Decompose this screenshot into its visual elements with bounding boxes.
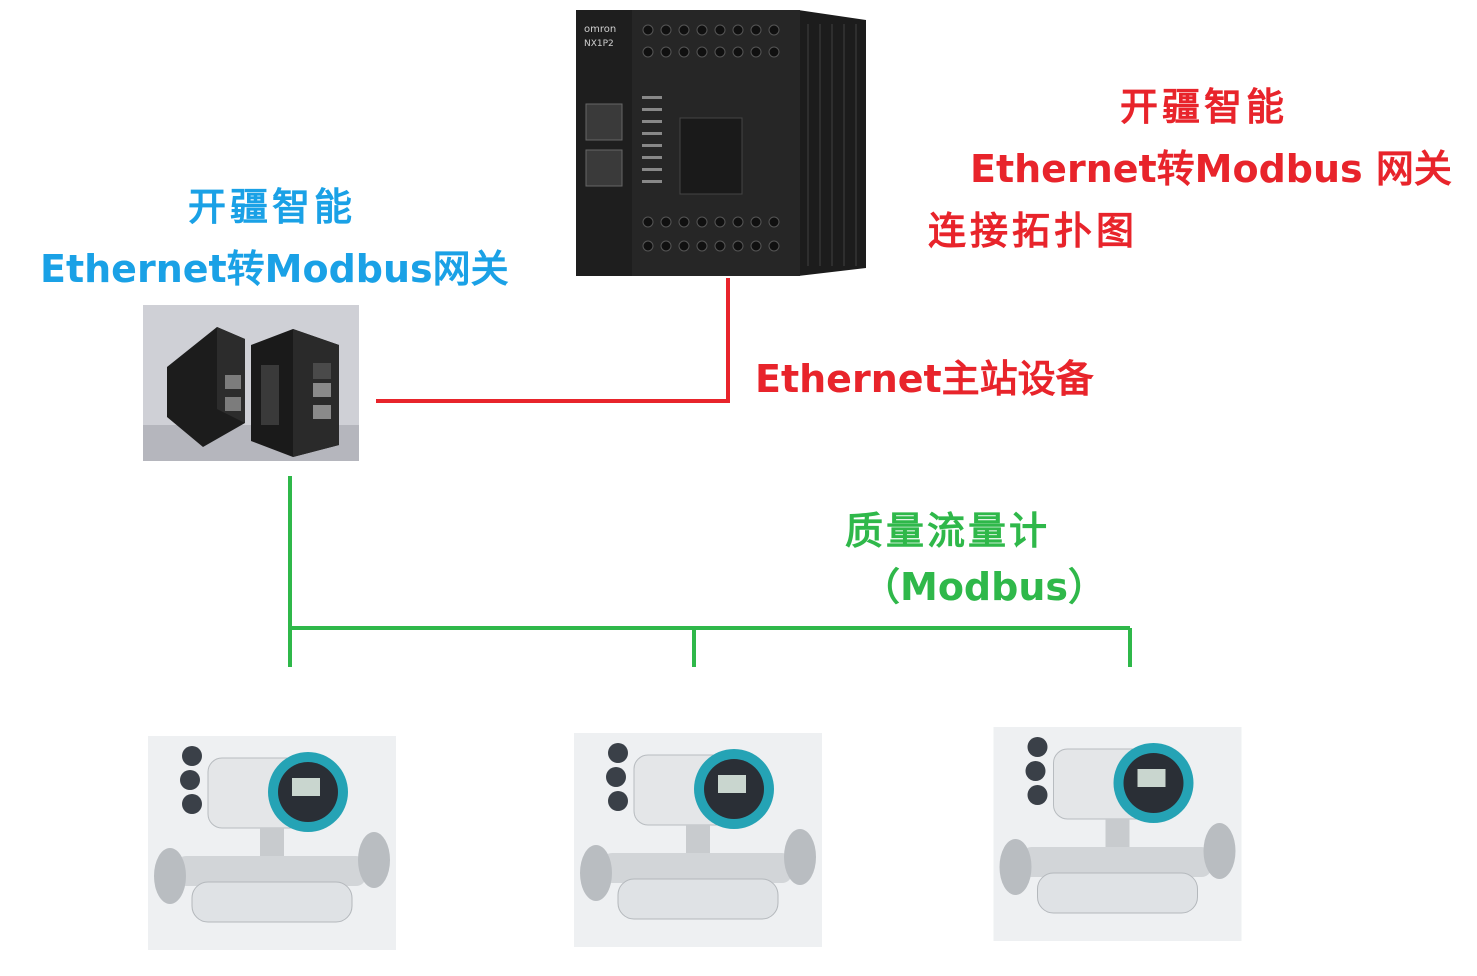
title-line1: 开疆智能 (1120, 85, 1289, 129)
flowmeter-label-line1: 质量流量计 (845, 509, 1051, 553)
ethernet-line (376, 278, 730, 403)
title-line2: Ethernet转Modbus 网关 (970, 147, 1452, 191)
plc-model-text: NX1P2 (584, 39, 614, 49)
gateway-device-image (143, 305, 359, 461)
flowmeter-image-2 (574, 733, 822, 947)
gateway-label-line1: 开疆智能 (188, 185, 357, 229)
title-line3: 连接拓扑图 (928, 209, 1139, 253)
flowmeter-image-1 (148, 736, 396, 950)
gateway-label-line2: Ethernet转Modbus网关 (40, 247, 509, 291)
plc-brand-text: omron (584, 24, 616, 35)
flowmeter-image-3 (993, 727, 1242, 941)
flowmeter-label-line2: （Modbus） (862, 565, 1106, 609)
ethernet-master-label: Ethernet主站设备 (755, 357, 1094, 401)
plc-controller-image: omron NX1P2 (576, 0, 872, 276)
